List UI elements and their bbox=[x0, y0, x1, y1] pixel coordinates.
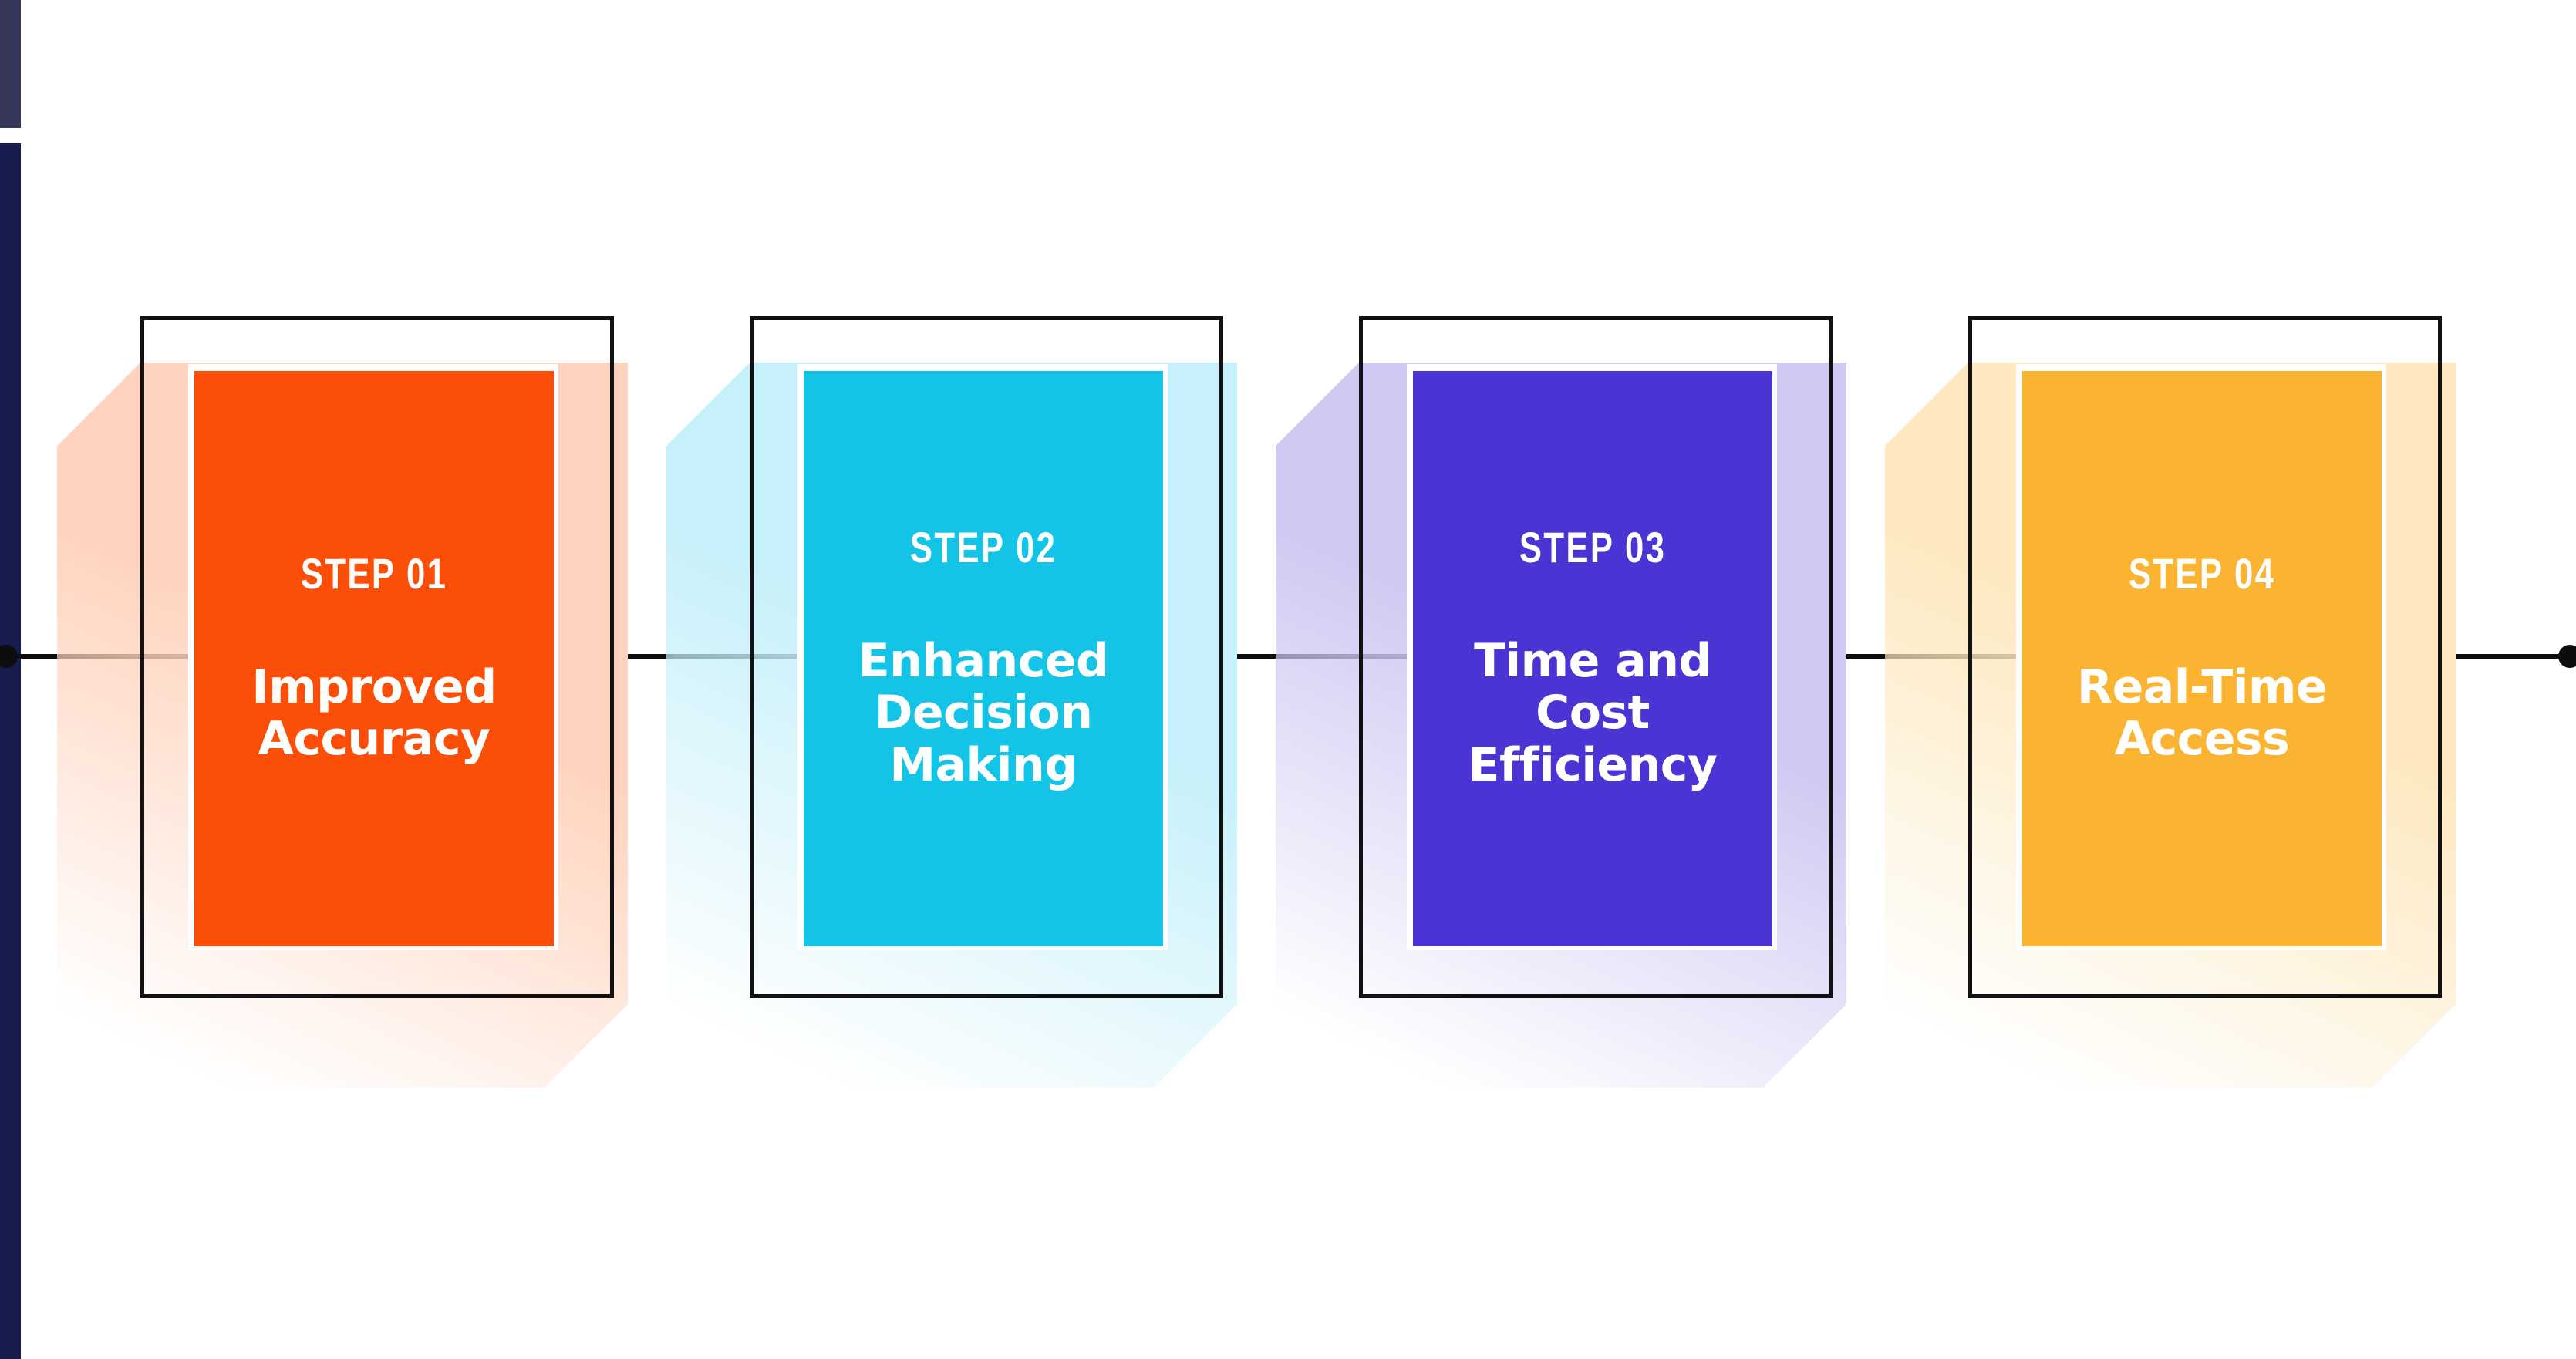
step-card-4[interactable]: STEP 04 Real-Time Access bbox=[1885, 316, 2456, 1088]
step-card-frame bbox=[1968, 316, 2442, 998]
step-card-frame bbox=[750, 316, 1223, 998]
step-card-3[interactable]: STEP 03 Time and Cost Efficiency bbox=[1276, 316, 1846, 1088]
timeline-end-dot bbox=[2558, 645, 2576, 668]
left-accent-bar-main bbox=[0, 143, 21, 1359]
timeline-start-dot bbox=[0, 645, 18, 668]
step-card-frame bbox=[140, 316, 614, 998]
step-card-1[interactable]: STEP 01 Improved Accuracy bbox=[57, 316, 628, 1088]
step-card-2[interactable]: STEP 02 Enhanced Decision Making bbox=[666, 316, 1237, 1088]
left-accent-bar-top bbox=[0, 0, 21, 128]
step-card-frame bbox=[1359, 316, 1833, 998]
